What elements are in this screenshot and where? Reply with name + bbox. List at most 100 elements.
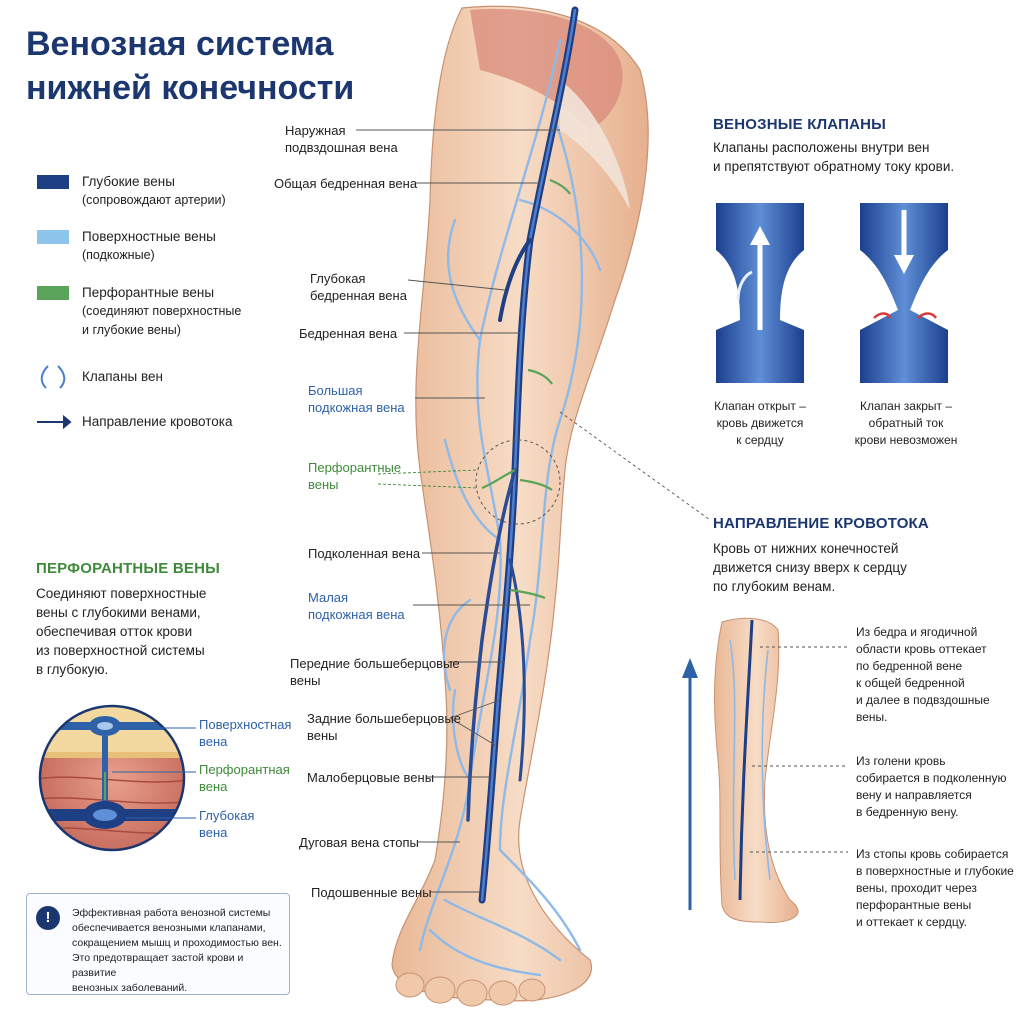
toes	[395, 972, 546, 1007]
label-femoral-vein: Бедренная вена	[299, 326, 398, 341]
caption-line: Клапан открыт –	[714, 399, 806, 413]
note-line: обеспечивается венозными клапанами,	[72, 922, 266, 934]
cross-section-illustration	[38, 704, 196, 852]
mini-leg	[714, 617, 799, 924]
note-line: Это предотвращает застой крови и развити…	[72, 952, 244, 979]
label-dorsal-arch-vein: Дуговая вена стопы	[299, 835, 419, 850]
caption-line: крови невозможен	[854, 433, 958, 447]
legend-label: Перфорантные вены	[82, 285, 215, 300]
label-external-iliac-vein: Наружная подвздошная вена	[285, 122, 398, 156]
perforant-line: обеспечивая отток крови	[36, 624, 193, 639]
legend-swatch-superficial	[37, 230, 69, 244]
legend-item-deep: Глубокие вены (сопровождают артерии)	[82, 172, 226, 210]
valves-description-line: Клапаны расположены внутри вен	[713, 140, 930, 155]
note-line: вены, проходит через	[856, 881, 977, 895]
exclamation-icon: !	[36, 906, 60, 930]
note-line: Из стопы кровь собирается	[856, 847, 1009, 861]
note-line: собирается в подколенную	[856, 771, 1007, 785]
flow-description-line: движется снизу вверх к сердцу	[713, 560, 907, 575]
label-posterior-tibial-veins: Задние большеберцовые вены	[307, 710, 461, 744]
legend-sublabel: и глубокие вены)	[82, 323, 181, 337]
legend-label: Поверхностные вены	[82, 229, 216, 244]
arrow-right-icon	[37, 414, 72, 430]
note-line: области кровь оттекает	[856, 642, 987, 656]
label-line: Малая	[308, 590, 349, 605]
hip-muscle	[470, 8, 623, 131]
label-line: подвздошная вена	[285, 140, 398, 155]
flow-note-shin: Из голени кровь собирается в подколенную…	[856, 753, 1021, 821]
perforant-description: Соединяют поверхностные вены с глубокими…	[36, 584, 256, 679]
label-line: вена	[199, 779, 228, 794]
label-anterior-tibial-veins: Передние большеберцовые вены	[290, 655, 460, 689]
valve-icon	[40, 365, 66, 389]
leg-silhouette	[391, 5, 649, 1002]
cross-label-superficial: Поверхностная вена	[199, 716, 291, 750]
label-line: Наружная	[285, 123, 346, 138]
label-line: Перфорантные	[308, 460, 402, 475]
flow-note-foot: Из стопы кровь собирается в поверхностны…	[856, 846, 1021, 931]
valve-closed-illustration	[860, 203, 948, 383]
label-line: Задние большеберцовые	[307, 711, 461, 726]
legend-item-superficial: Поверхностные вены (подкожные)	[82, 227, 216, 265]
note-line: Из голени кровь	[856, 754, 946, 768]
flow-description-line: Кровь от нижних конечностей	[713, 541, 899, 556]
note-line: и оттекает к сердцу.	[856, 915, 967, 929]
legend-sublabel: (соединяют поверхностные	[82, 304, 242, 318]
label-great-saphenous-vein: Большая подкожная вена	[308, 382, 405, 416]
label-line: Передние большеберцовые	[290, 656, 460, 671]
cross-label-deep: Глубокая вена	[199, 807, 254, 841]
valve-open-caption: Клапан открыт – кровь движется к сердцу	[700, 398, 820, 449]
page-title: Венозная система нижней конечности	[26, 22, 406, 110]
perforant-heading: ПЕРФОРАНТНЫЕ ВЕНЫ	[36, 560, 221, 577]
label-line: Глубокая	[310, 271, 366, 286]
caption-line: кровь движется	[716, 416, 804, 430]
caption-line: обратный ток	[868, 416, 944, 430]
note-line: Из бедра и ягодичной	[856, 625, 978, 639]
info-note-box	[26, 893, 290, 995]
valves-description: Клапаны расположены внутри вен и препятс…	[713, 138, 954, 176]
legend-item-flow-direction: Направление кровотока	[82, 414, 233, 429]
flow-note-thigh: Из бедра и ягодичной области кровь оттек…	[856, 624, 1016, 726]
page-title-line2: нижней конечности	[26, 69, 355, 107]
label-line: Большая	[308, 383, 363, 398]
label-perforant-veins: Перфорантные вены	[308, 459, 401, 493]
note-line: в поверхностные и глубокие	[856, 864, 1014, 878]
info-note-text: Эффективная работа венозной системы обес…	[72, 906, 282, 996]
note-line: к общей бедренной	[856, 676, 965, 690]
legend-item-valves: Клапаны вен	[82, 369, 163, 384]
note-line: сокращением мышц и проходимостью вен.	[72, 937, 282, 949]
valve-closed-caption: Клапан закрыт – обратный ток крови невоз…	[842, 398, 970, 449]
flow-description-line: по глубоким венам.	[713, 579, 836, 594]
legend-swatch-deep	[37, 175, 69, 189]
cross-label-perforant: Перфорантная вена	[199, 761, 290, 795]
flow-heading: НАПРАВЛЕНИЕ КРОВОТОКА	[713, 515, 929, 532]
legend-label: Глубокие вены	[82, 174, 175, 189]
valves-heading: ВЕНОЗНЫЕ КЛАПАНЫ	[713, 116, 887, 133]
note-line: в бедренную вену.	[856, 805, 959, 819]
flow-description: Кровь от нижних конечностей движется сни…	[713, 539, 907, 596]
knee-highlight	[475, 439, 561, 525]
label-line: бедренная вена	[310, 288, 407, 303]
label-common-femoral-vein: Общая бедренная вена	[274, 176, 418, 191]
legend-item-perforant: Перфорантные вены (соединяют поверхностн…	[82, 283, 241, 340]
perforant-line: вены с глубокими венами,	[36, 605, 201, 620]
perforator-veins	[481, 178, 571, 600]
note-line: по бедренной вене	[856, 659, 963, 673]
label-line: вена	[199, 734, 228, 749]
label-line: вены	[307, 728, 338, 743]
perforant-line: в глубокую.	[36, 662, 109, 677]
label-line: Перфорантная	[199, 762, 290, 777]
valves-description-line: и препятствуют обратному току крови.	[713, 159, 955, 174]
label-line: подкожная вена	[308, 400, 405, 415]
note-line: перфорантные вены	[856, 898, 972, 912]
label-line: вены	[290, 673, 321, 688]
label-line: вены	[308, 477, 339, 492]
label-line: вена	[199, 825, 228, 840]
label-deep-femoral-vein: Глубокая бедренная вена	[310, 270, 407, 304]
caption-line: Клапан закрыт –	[859, 399, 953, 413]
caption-line: к сердцу	[736, 433, 784, 447]
label-line: Глубокая	[199, 808, 255, 823]
legend-sublabel: (подкожные)	[82, 248, 155, 262]
label-line: подкожная вена	[308, 607, 405, 622]
